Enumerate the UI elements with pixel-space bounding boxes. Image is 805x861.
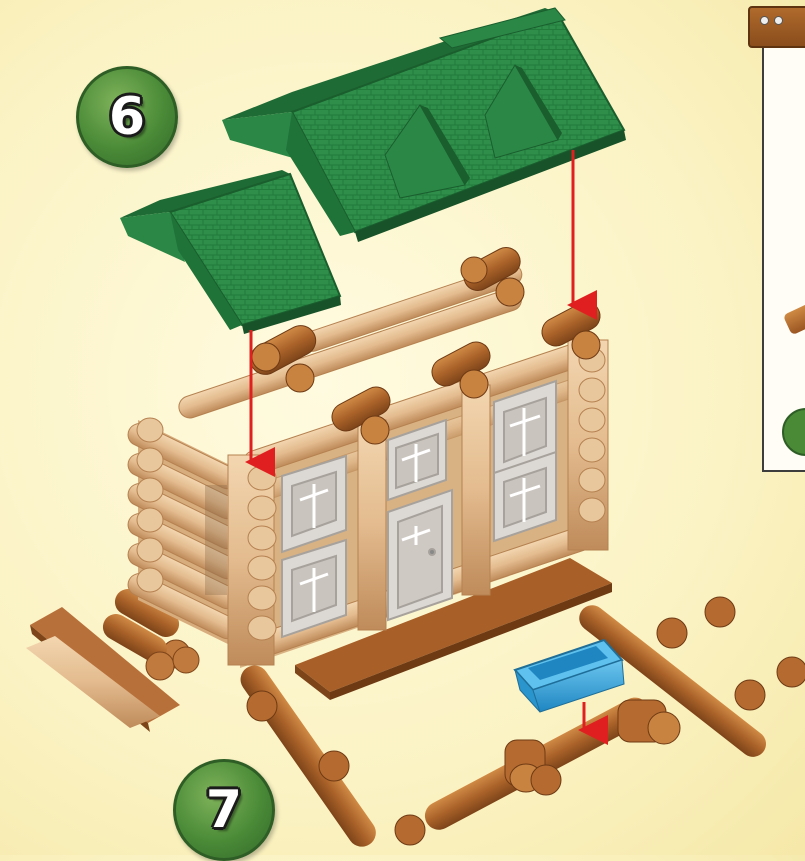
step-number-badge-6: 6 — [76, 66, 178, 168]
panel-header-board — [748, 6, 805, 48]
door — [388, 490, 452, 620]
post-middle-right — [462, 385, 490, 595]
step-number-6: 6 — [109, 87, 145, 147]
corner-post-right — [568, 340, 608, 550]
corner-post-left — [228, 455, 276, 665]
step-number-7: 7 — [206, 780, 242, 840]
water-trough — [515, 640, 624, 712]
roof-piece-small — [120, 170, 341, 334]
next-step-panel — [762, 28, 805, 472]
step-number-badge-7: 7 — [173, 759, 275, 861]
post-middle-left — [358, 420, 386, 630]
bottom-rail — [420, 693, 680, 835]
